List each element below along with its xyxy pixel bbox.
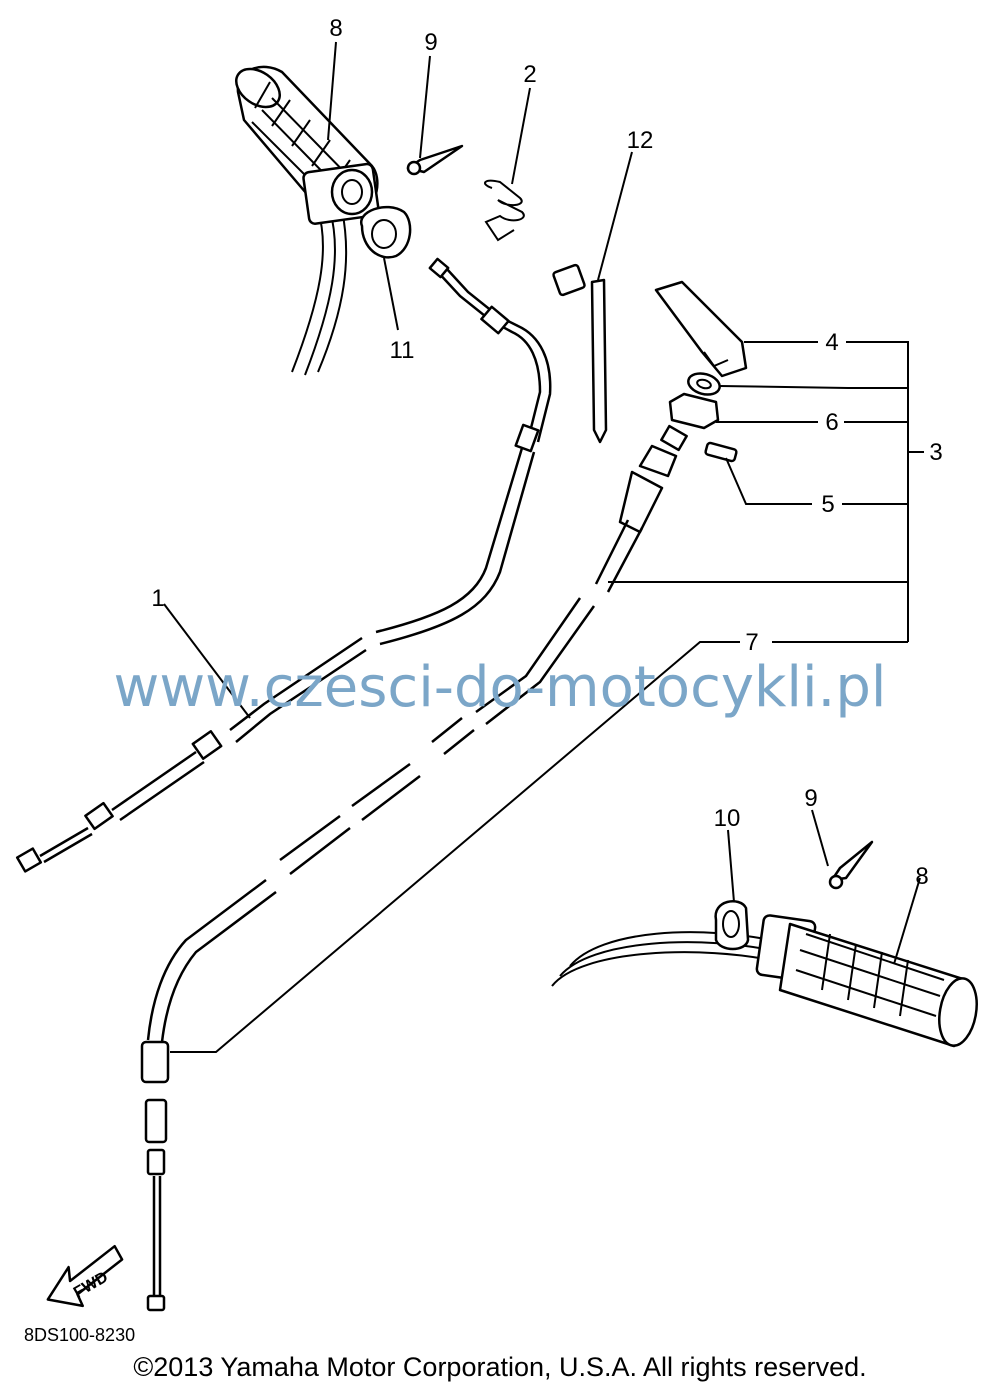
- callout-3: 3: [929, 439, 942, 466]
- cable-tie: [552, 263, 608, 444]
- callout-9-top: 9: [424, 29, 437, 56]
- copyright-notice: ©2013 Yamaha Motor Corporation, U.S.A. A…: [133, 1352, 867, 1382]
- callout-1: 1: [151, 585, 164, 612]
- callout-8-bottom: 8: [915, 863, 928, 890]
- callout-8-top: 8: [329, 15, 342, 42]
- watermark: www.czesci-do-motocykli.pl: [113, 655, 887, 720]
- fwd-arrow-icon: FWD: [46, 1244, 124, 1308]
- callout-11: 11: [390, 337, 415, 364]
- right-grip: [551, 840, 978, 1048]
- callout-9-bottom: 9: [804, 785, 817, 812]
- cable-7: [140, 424, 688, 1312]
- throttle-bracket-parts: [654, 280, 748, 463]
- callout-5: 5: [821, 491, 834, 518]
- diagram-code: 8DS100-8230: [24, 1325, 136, 1345]
- left-grip: [235, 65, 464, 376]
- callout-2: 2: [523, 61, 536, 88]
- callout-7: 7: [745, 629, 758, 656]
- callout-10: 10: [714, 805, 741, 832]
- callout-6: 6: [825, 409, 838, 436]
- callout-12: 12: [627, 127, 654, 154]
- clip: [484, 179, 525, 242]
- leader-lines: [163, 41, 924, 1053]
- cable-1: [15, 257, 552, 873]
- callout-4: 4: [825, 329, 838, 356]
